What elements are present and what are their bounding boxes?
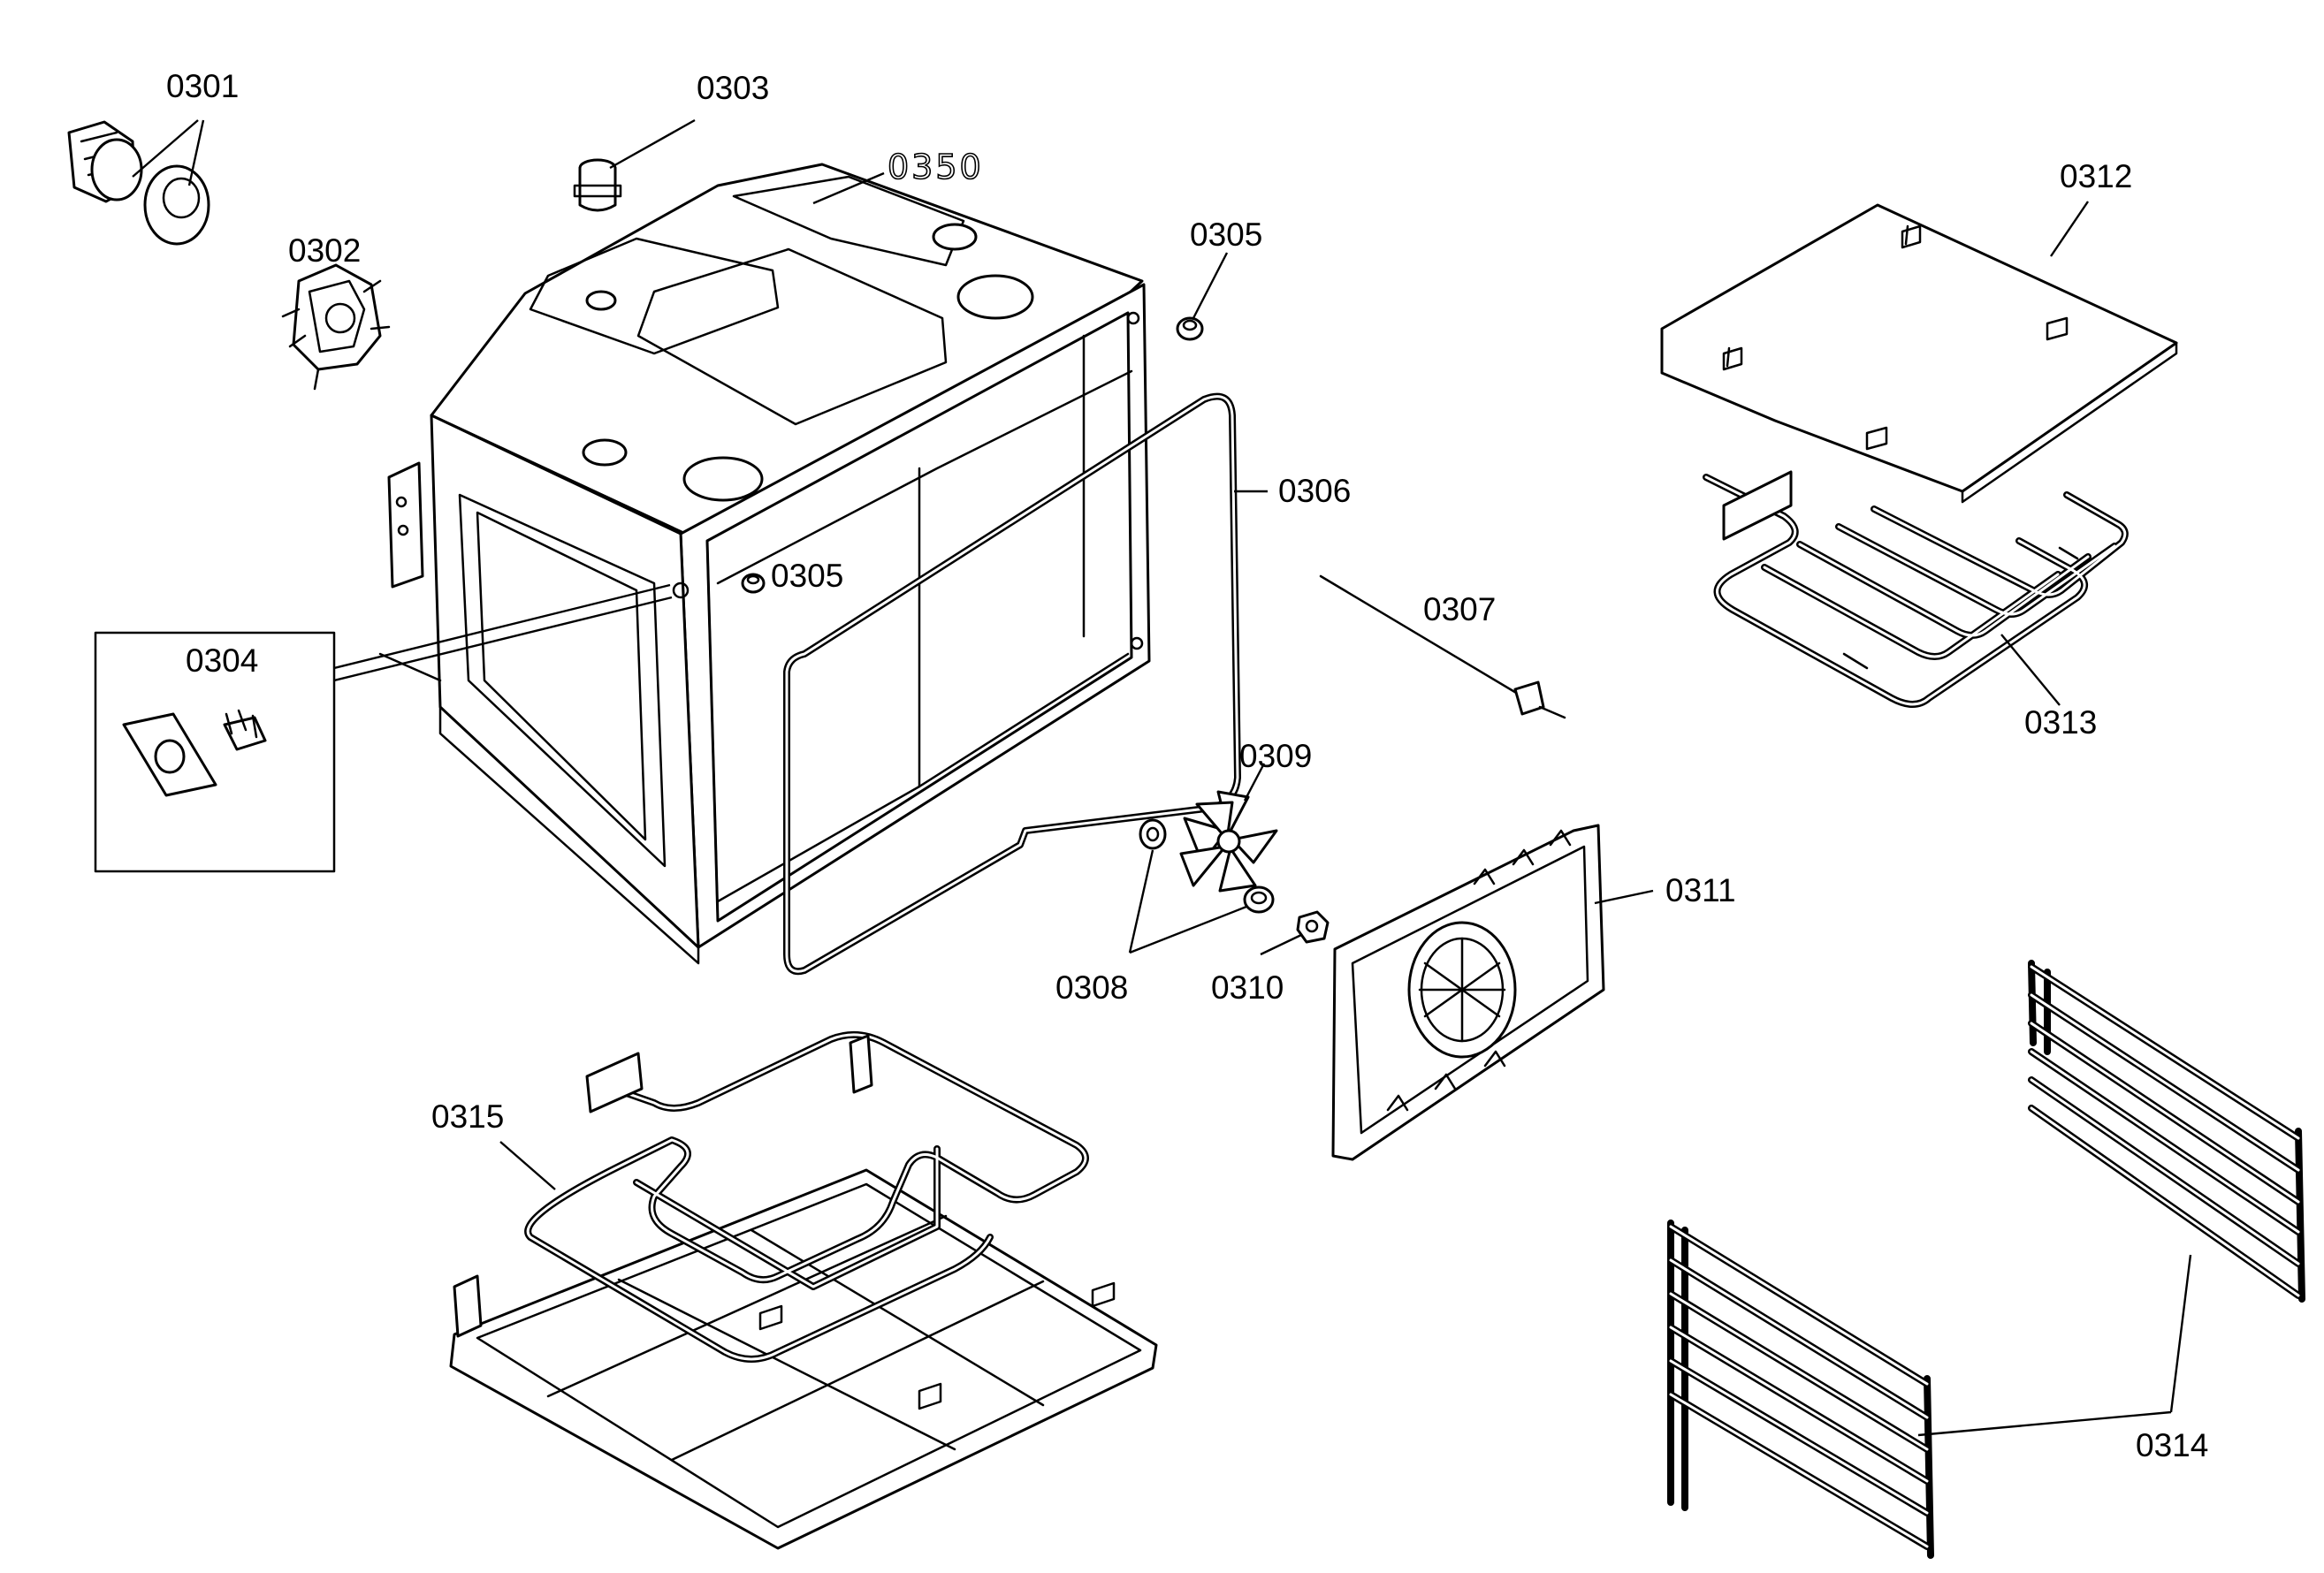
label-0306: 0306 [1278,473,1351,509]
part-0315-bottom-heater [449,1030,1158,1550]
part-0350-oven-cavity [378,163,1151,965]
label-0307: 0307 [1423,591,1496,627]
leader-0311 [1594,889,1654,905]
part-0310-nut [1296,910,1330,944]
label-0304: 0304 [186,642,258,679]
leader-0310 [1260,933,1302,956]
part-0308-washer [1139,818,1167,850]
part-0306-door-seal [783,392,1241,976]
part-0311-rear-panel [1331,824,1605,1161]
part-0309-fan [1179,790,1278,914]
label-0309: 0309 [1239,738,1312,774]
label-0308: 0308 [1055,969,1128,1006]
part-0305-screw-b [741,573,766,594]
label-0312: 0312 [2060,158,2132,194]
leader-0301 [132,119,205,186]
part-0304-inset [94,631,336,873]
part-0305-screw-a [1176,316,1204,341]
leader-0350 [812,171,885,205]
leader-0303 [609,118,696,170]
label-0311: 0311 [1665,872,1736,908]
leader-0305a [1192,252,1229,319]
part-0303-duct [573,158,622,212]
label-0314: 0314 [2136,1427,2208,1463]
label-0315: 0315 [431,1098,504,1135]
label-0305-front: 0305 [771,558,843,594]
part-0314-rack-guides [1667,960,2305,1559]
part-0302-switch [281,263,391,391]
label-0310: 0310 [1211,969,1284,1006]
label-0313: 0313 [2024,704,2097,741]
part-labels: 0301 0302 0303 0350 0305 0305 0306 0304 … [166,68,2208,1463]
leader-0308 [1128,849,1247,954]
label-0350: 0350 [888,148,984,186]
leader-0309 [1243,763,1266,802]
label-0301: 0301 [166,68,239,104]
label-0303: 0303 [697,70,769,106]
label-0305-top: 0305 [1190,217,1262,253]
leader-0314 [1917,1254,2192,1437]
part-0313-top-heater [1703,470,2129,708]
part-0307-temperature-sensor [1319,574,1566,719]
leader-0313 [2000,634,2061,706]
leader-0315 [499,1141,556,1190]
part-0312-top-plate [1660,203,2178,504]
part-0301-oven-lamp [67,120,210,246]
leader-0312 [2050,201,2089,257]
leader-0304 [333,583,673,682]
label-0302: 0302 [288,232,361,269]
leader-lines [132,118,2192,1437]
